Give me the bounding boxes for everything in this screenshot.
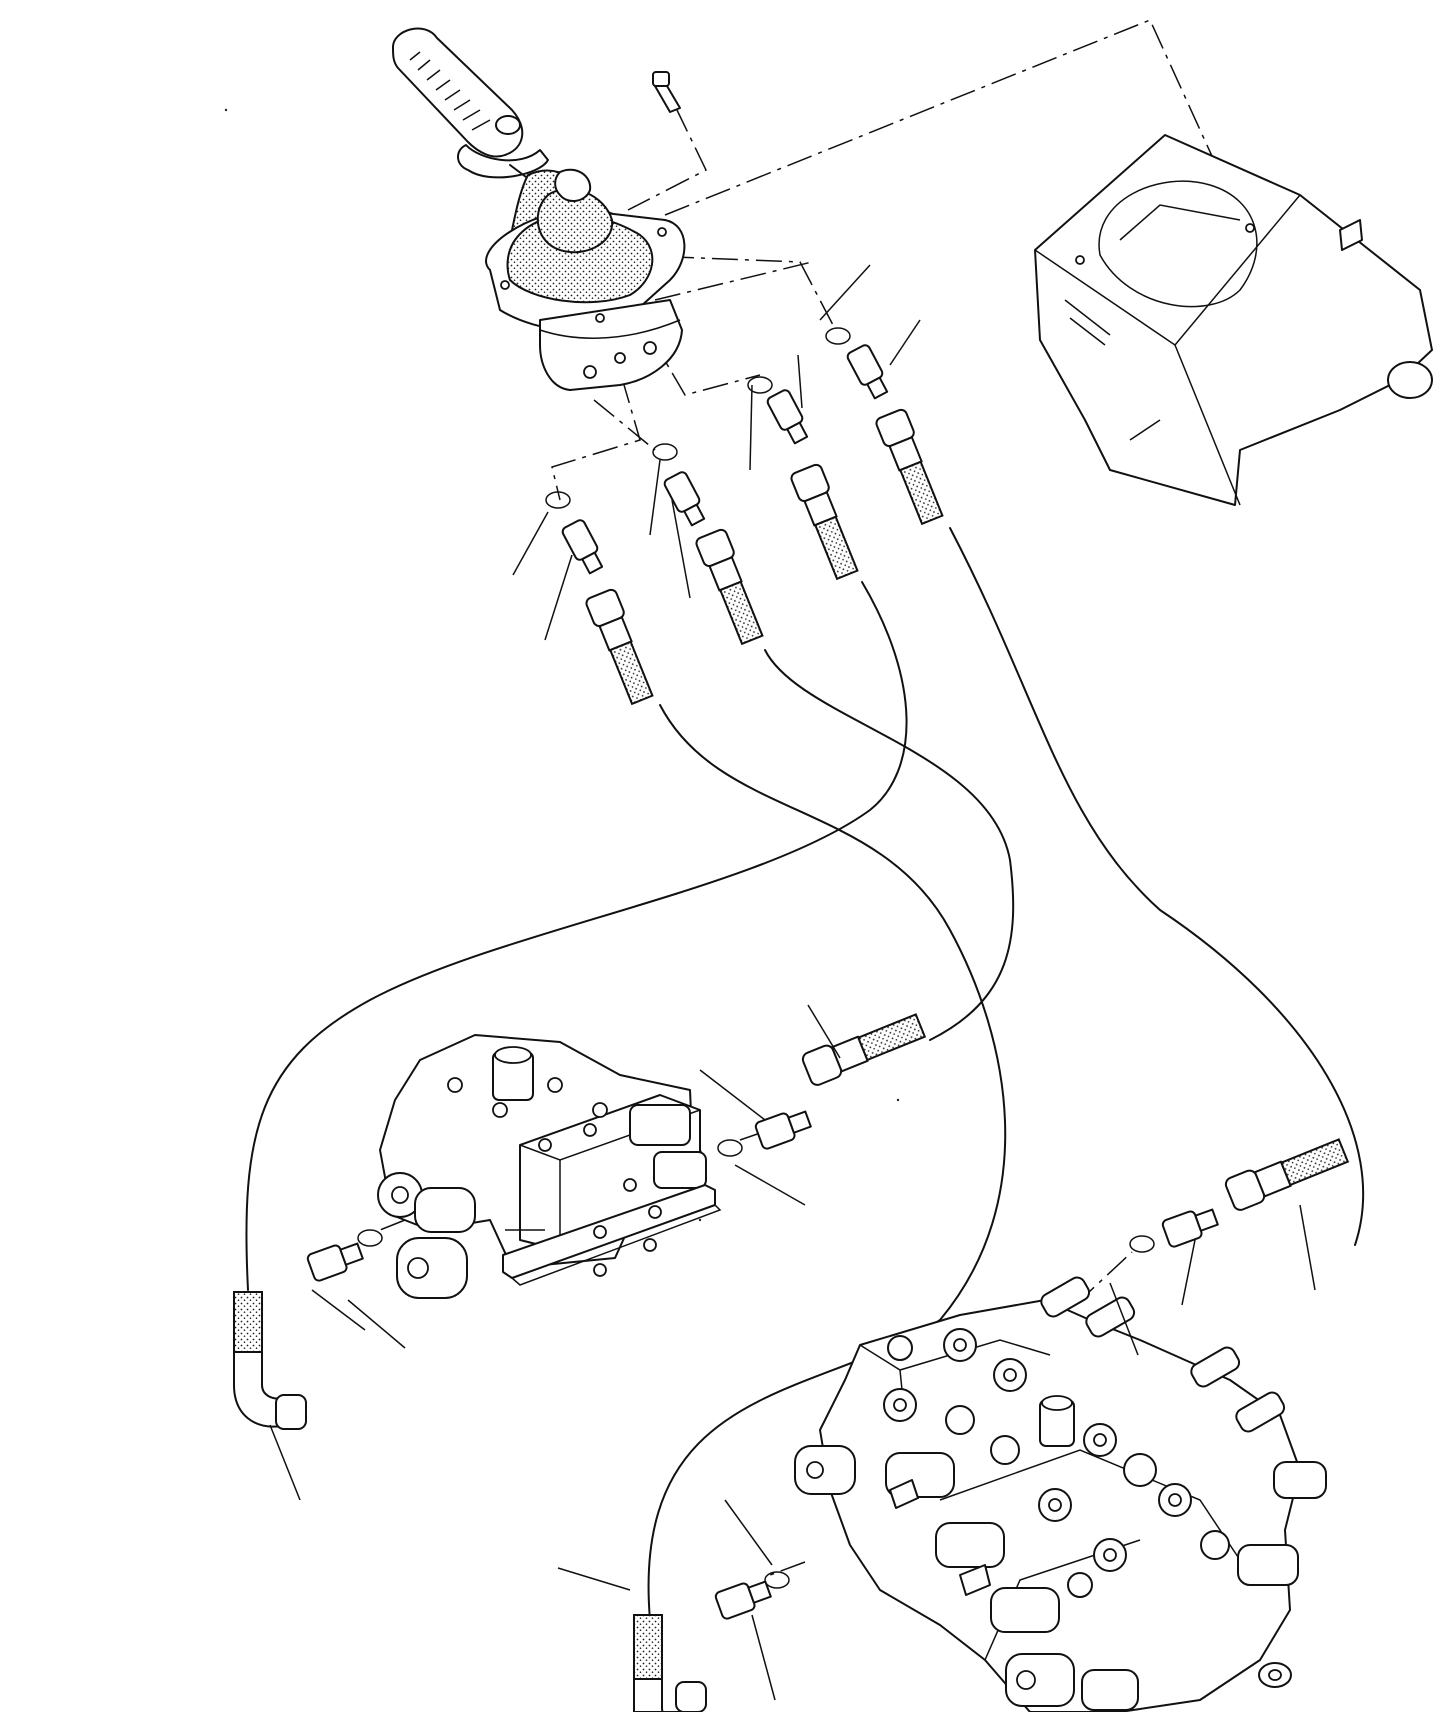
hoses [245,527,1365,1621]
elbow-fitting-lower [633,1614,707,1712]
bolt [652,71,681,113]
elbow-fitting-left [233,1291,307,1430]
hose-ends-upper [585,408,944,706]
main-control-valve-lower [794,1276,1327,1712]
hose-1 [647,704,1007,1621]
o-rings [357,327,1155,1589]
joystick-handle [391,27,549,181]
main-control-valve-upper [377,1034,722,1299]
hose-4 [949,527,1365,1246]
callout-lines [269,264,1316,1701]
stray-dots [224,108,900,1222]
hose-3 [245,581,908,1291]
adapter-fittings [306,344,1219,1620]
hose-2 [764,649,1015,1041]
hose-ends-lower [233,1013,1350,1712]
pilot-control-valve [485,168,686,391]
mounting-bracket [1034,134,1433,506]
